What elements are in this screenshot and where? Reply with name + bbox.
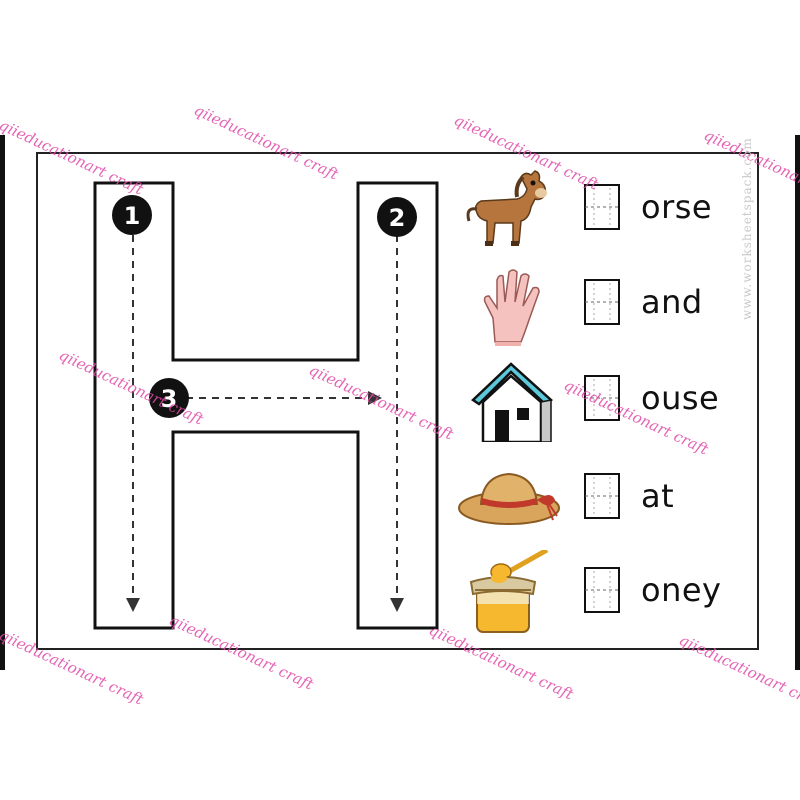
- letter-h-outline: [93, 181, 439, 630]
- honey-jar-icon: [469, 550, 549, 633]
- word-ending-honey: oney: [641, 571, 722, 609]
- stroke-2-arrow: [390, 598, 404, 612]
- step-3-badge: 3: [149, 378, 189, 418]
- trace-box-honey: [584, 567, 620, 613]
- trace-box-hand: [584, 279, 620, 325]
- word-row-hand: and: [455, 262, 755, 346]
- word-ending-horse: orse: [641, 188, 713, 226]
- hand-icon: [483, 269, 540, 346]
- horse-icon: [466, 170, 547, 246]
- step-1-number: 1: [124, 202, 141, 230]
- word-ending-house: ouse: [641, 379, 720, 417]
- word-row-hat: at: [455, 456, 755, 540]
- right-edge-bar: [795, 135, 800, 670]
- step-1-badge: 1: [112, 195, 152, 235]
- stroke-1-arrow: [126, 598, 140, 612]
- trace-box-hat: [584, 473, 620, 519]
- word-ending-hand: and: [641, 283, 703, 321]
- step-2-badge: 2: [377, 197, 417, 237]
- word-ending-hat: at: [641, 477, 675, 515]
- step-2-number: 2: [389, 204, 406, 232]
- hat-icon: [458, 472, 560, 525]
- word-row-honey: oney: [455, 550, 755, 634]
- stroke-3-arrow: [368, 391, 382, 405]
- side-watermark: www.worksheetspack.com: [740, 137, 754, 320]
- trace-box-house: [584, 375, 620, 421]
- house-icon: [471, 362, 554, 442]
- trace-box-horse: [584, 184, 620, 230]
- word-row-house: ouse: [455, 358, 755, 442]
- step-3-number: 3: [161, 385, 178, 413]
- left-edge-bar: [0, 135, 5, 670]
- word-row-horse: orse: [455, 167, 755, 251]
